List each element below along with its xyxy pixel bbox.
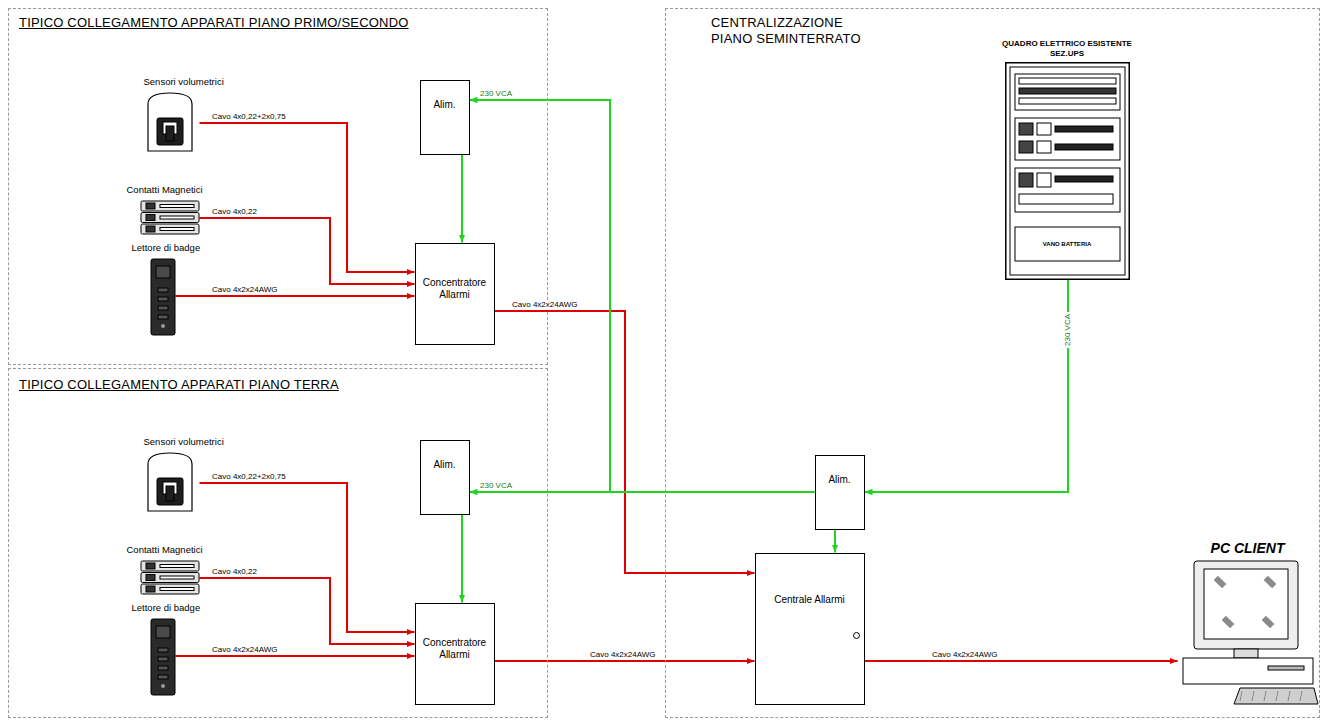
power-line: [834, 530, 836, 553]
badge-icon: [150, 618, 176, 696]
box-label: Centrale Allarmi: [756, 594, 864, 606]
signal-cable: [200, 123, 415, 272]
compartment-label: VANO BATTERIA: [1015, 227, 1120, 261]
cable-label: 230 VCA: [478, 89, 514, 99]
device-box: Concentratore Allarmi: [415, 243, 495, 345]
contact-icon: [140, 560, 200, 596]
signal-cable: [200, 218, 415, 284]
cable-label: Cavo 4x2x24AWG: [210, 285, 280, 295]
box-label: Alim.: [421, 459, 469, 471]
badge-reader: Lettore di badge: [150, 258, 176, 336]
region-title: TIPICO COLLEGAMENTO APPARATI PIANO TERRA: [19, 377, 339, 393]
dashed-region: Sensori volumetriciContatti MagneticiLet…: [8, 8, 548, 365]
device-heading: Lettore di badge: [132, 602, 201, 613]
signal-cable: [200, 483, 415, 632]
device-box: Centrale Allarmi: [755, 553, 865, 705]
motion-sensor: Sensori volumetrici: [140, 92, 200, 152]
motion-sensor: Sensori volumetrici: [140, 452, 200, 512]
dashed-region: Sensori volumetriciContatti MagneticiLet…: [8, 368, 548, 718]
power-line: [470, 100, 815, 492]
device-heading: Lettore di badge: [132, 242, 201, 253]
magnetic-contact: Contatti Magnetici: [140, 200, 200, 236]
box-label: Concentratore Allarmi: [416, 637, 494, 661]
sensor-icon: [140, 92, 200, 152]
magnetic-contact: Contatti Magnetici: [140, 560, 200, 596]
badge-icon: [150, 258, 176, 336]
power-line: [461, 515, 463, 603]
dashed-region: QUADRO ELETTRICO ESISTENTE SEZ.UPS VANO B…: [665, 8, 1320, 718]
signal-cable: [865, 660, 1178, 662]
signal-cable: [495, 660, 755, 662]
cable-label: Cavo 4x2x24AWG: [930, 650, 1000, 660]
device-box: Concentratore Allarmi: [415, 603, 495, 705]
power-line: [865, 280, 1069, 493]
device-heading: Sensori volumetrici: [144, 436, 224, 447]
electrical-panel: QUADRO ELETTRICO ESISTENTE SEZ.UPSVANO B…: [1005, 62, 1130, 280]
cable-label: 230 VCA: [478, 481, 514, 491]
sensor-icon: [140, 452, 200, 512]
region-title: TIPICO COLLEGAMENTO APPARATI PIANO PRIMO…: [19, 15, 409, 31]
cable-label: Cavo 4x2x24AWG: [210, 645, 280, 655]
device-box: Alim.: [420, 80, 470, 155]
power-line: [461, 155, 463, 243]
device-heading: Contatti Magnetici: [127, 184, 203, 195]
device-heading: Sensori volumetrici: [144, 76, 224, 87]
box-label: Alim.: [816, 474, 864, 486]
cable-label: Cavo 4x2x24AWG: [510, 300, 580, 310]
pc-icon: [1178, 560, 1318, 705]
signal-cable: [176, 295, 415, 297]
cable-label: Cavo 4x0,22+2x0,75: [210, 112, 288, 122]
signal-cable: [176, 655, 415, 657]
cable-label: Cavo 4x0,22+2x0,75: [210, 472, 288, 482]
region-title: CENTRALIZZAZIONE PIANO SEMINTERRATO: [711, 15, 871, 47]
indicator-dot: [853, 632, 860, 639]
cable-label: Cavo 4x0,22: [210, 567, 259, 577]
cable-label: Cavo 4x2x24AWG: [588, 650, 658, 660]
quadro-icon: [1005, 62, 1130, 280]
box-label: Alim.: [421, 99, 469, 111]
cable-label: Cavo 4x0,22: [210, 207, 259, 217]
device-heading: Contatti Magnetici: [127, 544, 203, 555]
signal-cable: [200, 578, 415, 644]
box-label: Concentratore Allarmi: [416, 277, 494, 301]
cable-label: 230 VCA: [1063, 312, 1073, 348]
pc-client: PC CLIENT: [1178, 560, 1318, 705]
badge-reader: Lettore di badge: [150, 618, 176, 696]
panel-heading: QUADRO ELETTRICO ESISTENTE SEZ.UPS: [985, 39, 1150, 59]
device-box: Alim.: [815, 455, 865, 530]
device-heading: PC CLIENT: [1178, 540, 1318, 556]
signal-cable: [495, 311, 755, 573]
device-box: Alim.: [420, 440, 470, 515]
contact-icon: [140, 200, 200, 236]
